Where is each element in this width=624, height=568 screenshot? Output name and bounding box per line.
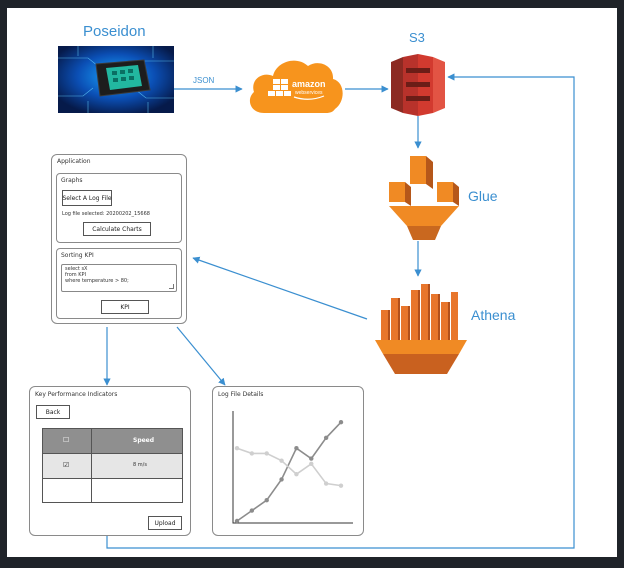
chart-point	[279, 477, 284, 482]
speed-column-header: Speed	[133, 437, 155, 444]
chart-series-line	[236, 421, 342, 522]
arrow-loop-back-to-s3	[106, 73, 575, 549]
select-log-file-button[interactable]: Select A Log File	[62, 190, 112, 206]
chart-point	[323, 435, 329, 440]
chart-point	[309, 461, 314, 466]
chart-point	[249, 508, 255, 513]
upload-button[interactable]: Upload	[148, 516, 182, 530]
log-file-details-panel: Log File Details	[212, 386, 364, 536]
arrow-athena-to-app	[192, 256, 368, 320]
query-textarea[interactable]: select sX from KPI where temperature > 8…	[61, 264, 177, 292]
s3-bucket-icon	[391, 54, 445, 116]
glue-label: Glue	[468, 188, 498, 204]
chart-point	[338, 420, 344, 425]
chart-point	[279, 458, 284, 463]
kpi-results-panel: Key Performance Indicators Back ☐ Speed …	[29, 386, 191, 536]
query-line: from KPI	[65, 272, 86, 278]
s3-label: S3	[409, 30, 425, 45]
log-file-selected-text: Log file selected: 20200202_15668	[62, 211, 150, 217]
query-line: select sX	[65, 266, 88, 272]
chip-image	[58, 46, 174, 113]
table-row: ☑ 8 m/s	[43, 453, 182, 479]
diagram-canvas: Poseidon JSON	[7, 8, 617, 557]
chart-point	[234, 518, 240, 524]
application-panel: Application Graphs Select A Log File Log…	[51, 154, 187, 324]
graphs-title: Graphs	[61, 177, 83, 184]
application-title: Application	[57, 158, 91, 165]
athena-label: Athena	[471, 307, 516, 323]
poseidon-label: Poseidon	[83, 23, 146, 40]
sorting-kpi-title: Sorting KPI	[61, 252, 94, 259]
athena-icon	[375, 278, 467, 374]
graphs-panel: Graphs Select A Log File Log file select…	[56, 173, 182, 243]
log-details-chart	[232, 411, 353, 524]
kpi-results-title: Key Performance Indicators	[35, 391, 118, 398]
json-label: JSON	[193, 76, 215, 85]
table-row	[43, 478, 182, 503]
chart-point	[294, 446, 299, 451]
chart-point	[338, 483, 344, 488]
resize-grip-icon[interactable]	[169, 284, 174, 289]
glue-icon	[383, 156, 463, 240]
kpi-button[interactable]: KPI	[101, 300, 149, 314]
chart-axes	[232, 411, 353, 524]
chart-point	[234, 446, 240, 451]
row-divider	[91, 454, 92, 479]
aws-cloud-icon: amazon webservices	[246, 53, 346, 119]
aws-amazon-text: amazon	[292, 79, 326, 89]
chart-point	[249, 451, 255, 456]
chart-point	[264, 451, 269, 456]
chart-series-line	[236, 447, 342, 487]
arrow-app-to-logdetails	[176, 326, 226, 386]
query-line: where temperature > 80;	[65, 278, 129, 284]
connector-layer	[103, 73, 575, 549]
calculate-charts-button[interactable]: Calculate Charts	[83, 222, 151, 236]
header-divider	[91, 429, 92, 453]
back-button[interactable]: Back	[36, 405, 70, 419]
kpi-table-header: ☐ Speed	[43, 429, 182, 453]
row-checkbox-icon[interactable]: ☑	[63, 461, 70, 469]
kpi-table: ☐ Speed ☑ 8 m/s	[42, 428, 183, 503]
speed-cell: 8 m/s	[133, 462, 147, 468]
chart-point	[264, 498, 269, 503]
sorting-kpi-panel: Sorting KPI select sX from KPI where tem…	[56, 248, 182, 319]
chart-point	[309, 456, 314, 461]
aws-webservices-text: webservices	[295, 90, 323, 96]
chart-point	[323, 481, 329, 486]
chart-point	[294, 472, 299, 477]
log-file-details-title: Log File Details	[218, 391, 264, 398]
row-divider	[91, 479, 92, 503]
header-checkbox-icon[interactable]: ☐	[63, 436, 70, 444]
